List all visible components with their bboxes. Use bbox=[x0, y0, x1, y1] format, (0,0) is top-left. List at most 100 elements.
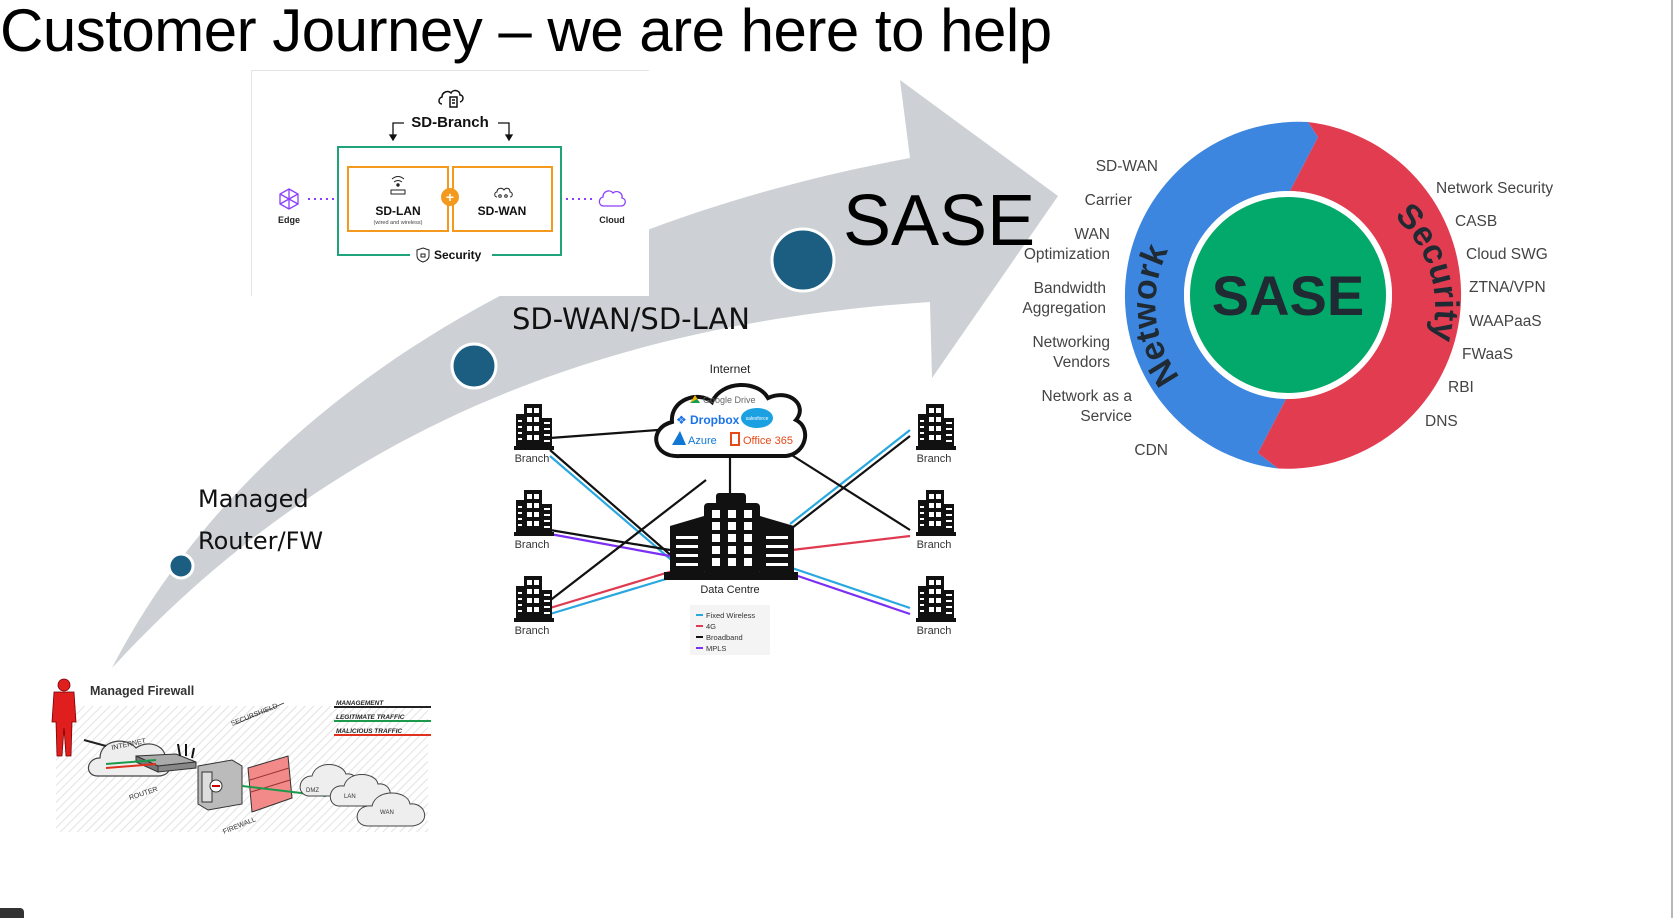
google-drive-logo bbox=[690, 395, 700, 403]
slide-title: Customer Journey – we are here to help bbox=[0, 0, 1052, 64]
data-centre-icon bbox=[664, 493, 798, 580]
sdwan-label: SD-WAN bbox=[478, 204, 527, 218]
firewall-legend-label: MALICIOUS TRAFFIC bbox=[336, 728, 402, 735]
network-link bbox=[791, 566, 911, 610]
building-window bbox=[728, 510, 736, 518]
salesforce-logo bbox=[741, 408, 773, 428]
legend-label: Fixed Wireless bbox=[706, 611, 755, 620]
sd-branch-title: SD-Branch bbox=[411, 114, 489, 131]
internet-label: Internet bbox=[710, 362, 751, 376]
network-link bbox=[791, 435, 911, 529]
security-label: Security bbox=[434, 248, 482, 262]
building-window bbox=[766, 563, 788, 566]
dropbox-icon: ❖ bbox=[676, 413, 687, 427]
legend-label: 4G bbox=[706, 622, 716, 631]
network-link bbox=[549, 528, 671, 552]
branch-label: Branch bbox=[515, 539, 550, 551]
network-link bbox=[549, 574, 677, 616]
edge-mesh-icon bbox=[279, 188, 299, 210]
wan-cloud bbox=[356, 792, 425, 827]
security-item: Network Security bbox=[1436, 180, 1553, 197]
cloud-icon bbox=[598, 190, 626, 207]
network-item: SD-WAN bbox=[1096, 158, 1158, 175]
legit-traffic-line bbox=[105, 759, 157, 765]
journey-arrow-shape bbox=[112, 80, 1058, 668]
milestone-dot-2 bbox=[450, 342, 498, 390]
building-window bbox=[712, 546, 720, 554]
security-item: CASB bbox=[1455, 213, 1497, 230]
network-links bbox=[547, 428, 911, 616]
branch-label: Branch bbox=[917, 453, 952, 465]
wifi-switch-icon bbox=[390, 176, 406, 195]
building-window bbox=[744, 522, 752, 530]
building-window bbox=[676, 536, 698, 539]
building-window bbox=[712, 522, 720, 530]
branch-building-icon bbox=[916, 576, 956, 622]
google-drive-label: Google Drive bbox=[703, 395, 756, 405]
security-label-bg bbox=[410, 247, 492, 263]
sdlan-sublabel: (wired and wireless) bbox=[374, 220, 423, 226]
brick-wall-icon bbox=[247, 755, 293, 813]
building-window bbox=[728, 546, 736, 554]
branch-label: Branch bbox=[515, 453, 550, 465]
security-item: Cloud SWG bbox=[1466, 246, 1548, 263]
network-link bbox=[549, 532, 671, 558]
building-window bbox=[712, 534, 720, 542]
azure-label: Azure bbox=[688, 435, 717, 447]
milestone-dot-3 bbox=[770, 227, 836, 293]
branch-building-icon bbox=[916, 490, 956, 536]
building-window bbox=[676, 545, 698, 548]
branch-building-icon bbox=[514, 576, 554, 622]
legend-label: Broadband bbox=[706, 633, 743, 642]
plus-badge bbox=[441, 188, 459, 206]
building-window bbox=[728, 558, 736, 566]
building-window bbox=[744, 558, 752, 566]
corner-tab bbox=[0, 908, 24, 918]
network-link bbox=[791, 572, 911, 616]
sdlan-label: SD-LAN bbox=[375, 204, 420, 218]
sase-center-label: SASE bbox=[1212, 264, 1365, 327]
data-centre-label: Data Centre bbox=[700, 584, 759, 596]
building-window bbox=[728, 534, 736, 542]
network-link bbox=[549, 455, 677, 565]
building-window bbox=[766, 536, 788, 539]
cloud-label: Cloud bbox=[599, 215, 625, 225]
firewall-legend-label: MANAGEMENT bbox=[336, 700, 384, 707]
sd-branch-panel: SD-Branch SD-LAN (wired and wireless) SD… bbox=[251, 70, 649, 296]
mgmt-line bbox=[83, 739, 107, 747]
managed-firewall-title: Managed Firewall bbox=[90, 684, 194, 698]
branch-label: Branch bbox=[917, 625, 952, 637]
person-icon bbox=[51, 678, 77, 757]
plus-icon: + bbox=[446, 189, 454, 205]
sd-branch-diagram: SD-Branch SD-LAN (wired and wireless) SD… bbox=[278, 89, 626, 263]
sdlan-box bbox=[347, 166, 449, 232]
security-item: RBI bbox=[1448, 379, 1474, 396]
wan-text: WAN bbox=[380, 810, 394, 816]
office365-label: Office 365 bbox=[743, 435, 793, 447]
firewall-legend: MANAGEMENT LEGITIMATE TRAFFIC MALICIOUS TR… bbox=[334, 700, 431, 736]
milestone-dot-1 bbox=[167, 552, 195, 580]
stage-label-line: Managed bbox=[198, 485, 309, 513]
security-ring-segment bbox=[1258, 122, 1462, 469]
branch-building-icon bbox=[916, 404, 956, 450]
branch-label: Branch bbox=[917, 539, 952, 551]
slide-edge-border bbox=[1671, 0, 1673, 918]
dropbox-label: Dropbox bbox=[690, 413, 740, 427]
stage-label-line: Router/FW bbox=[198, 527, 324, 555]
building-window bbox=[744, 534, 752, 542]
lan-text: LAN bbox=[344, 794, 356, 800]
building-window bbox=[766, 554, 788, 557]
firewall-legend-label: LEGITIMATE TRAFFIC bbox=[336, 714, 405, 721]
office365-logo bbox=[730, 432, 740, 446]
network-diagram: Internet Google Drive ❖ Dropbox salesfor… bbox=[514, 362, 956, 655]
network-link bbox=[791, 534, 911, 552]
sdwan-box bbox=[452, 166, 553, 232]
branch-label: Branch bbox=[515, 625, 550, 637]
